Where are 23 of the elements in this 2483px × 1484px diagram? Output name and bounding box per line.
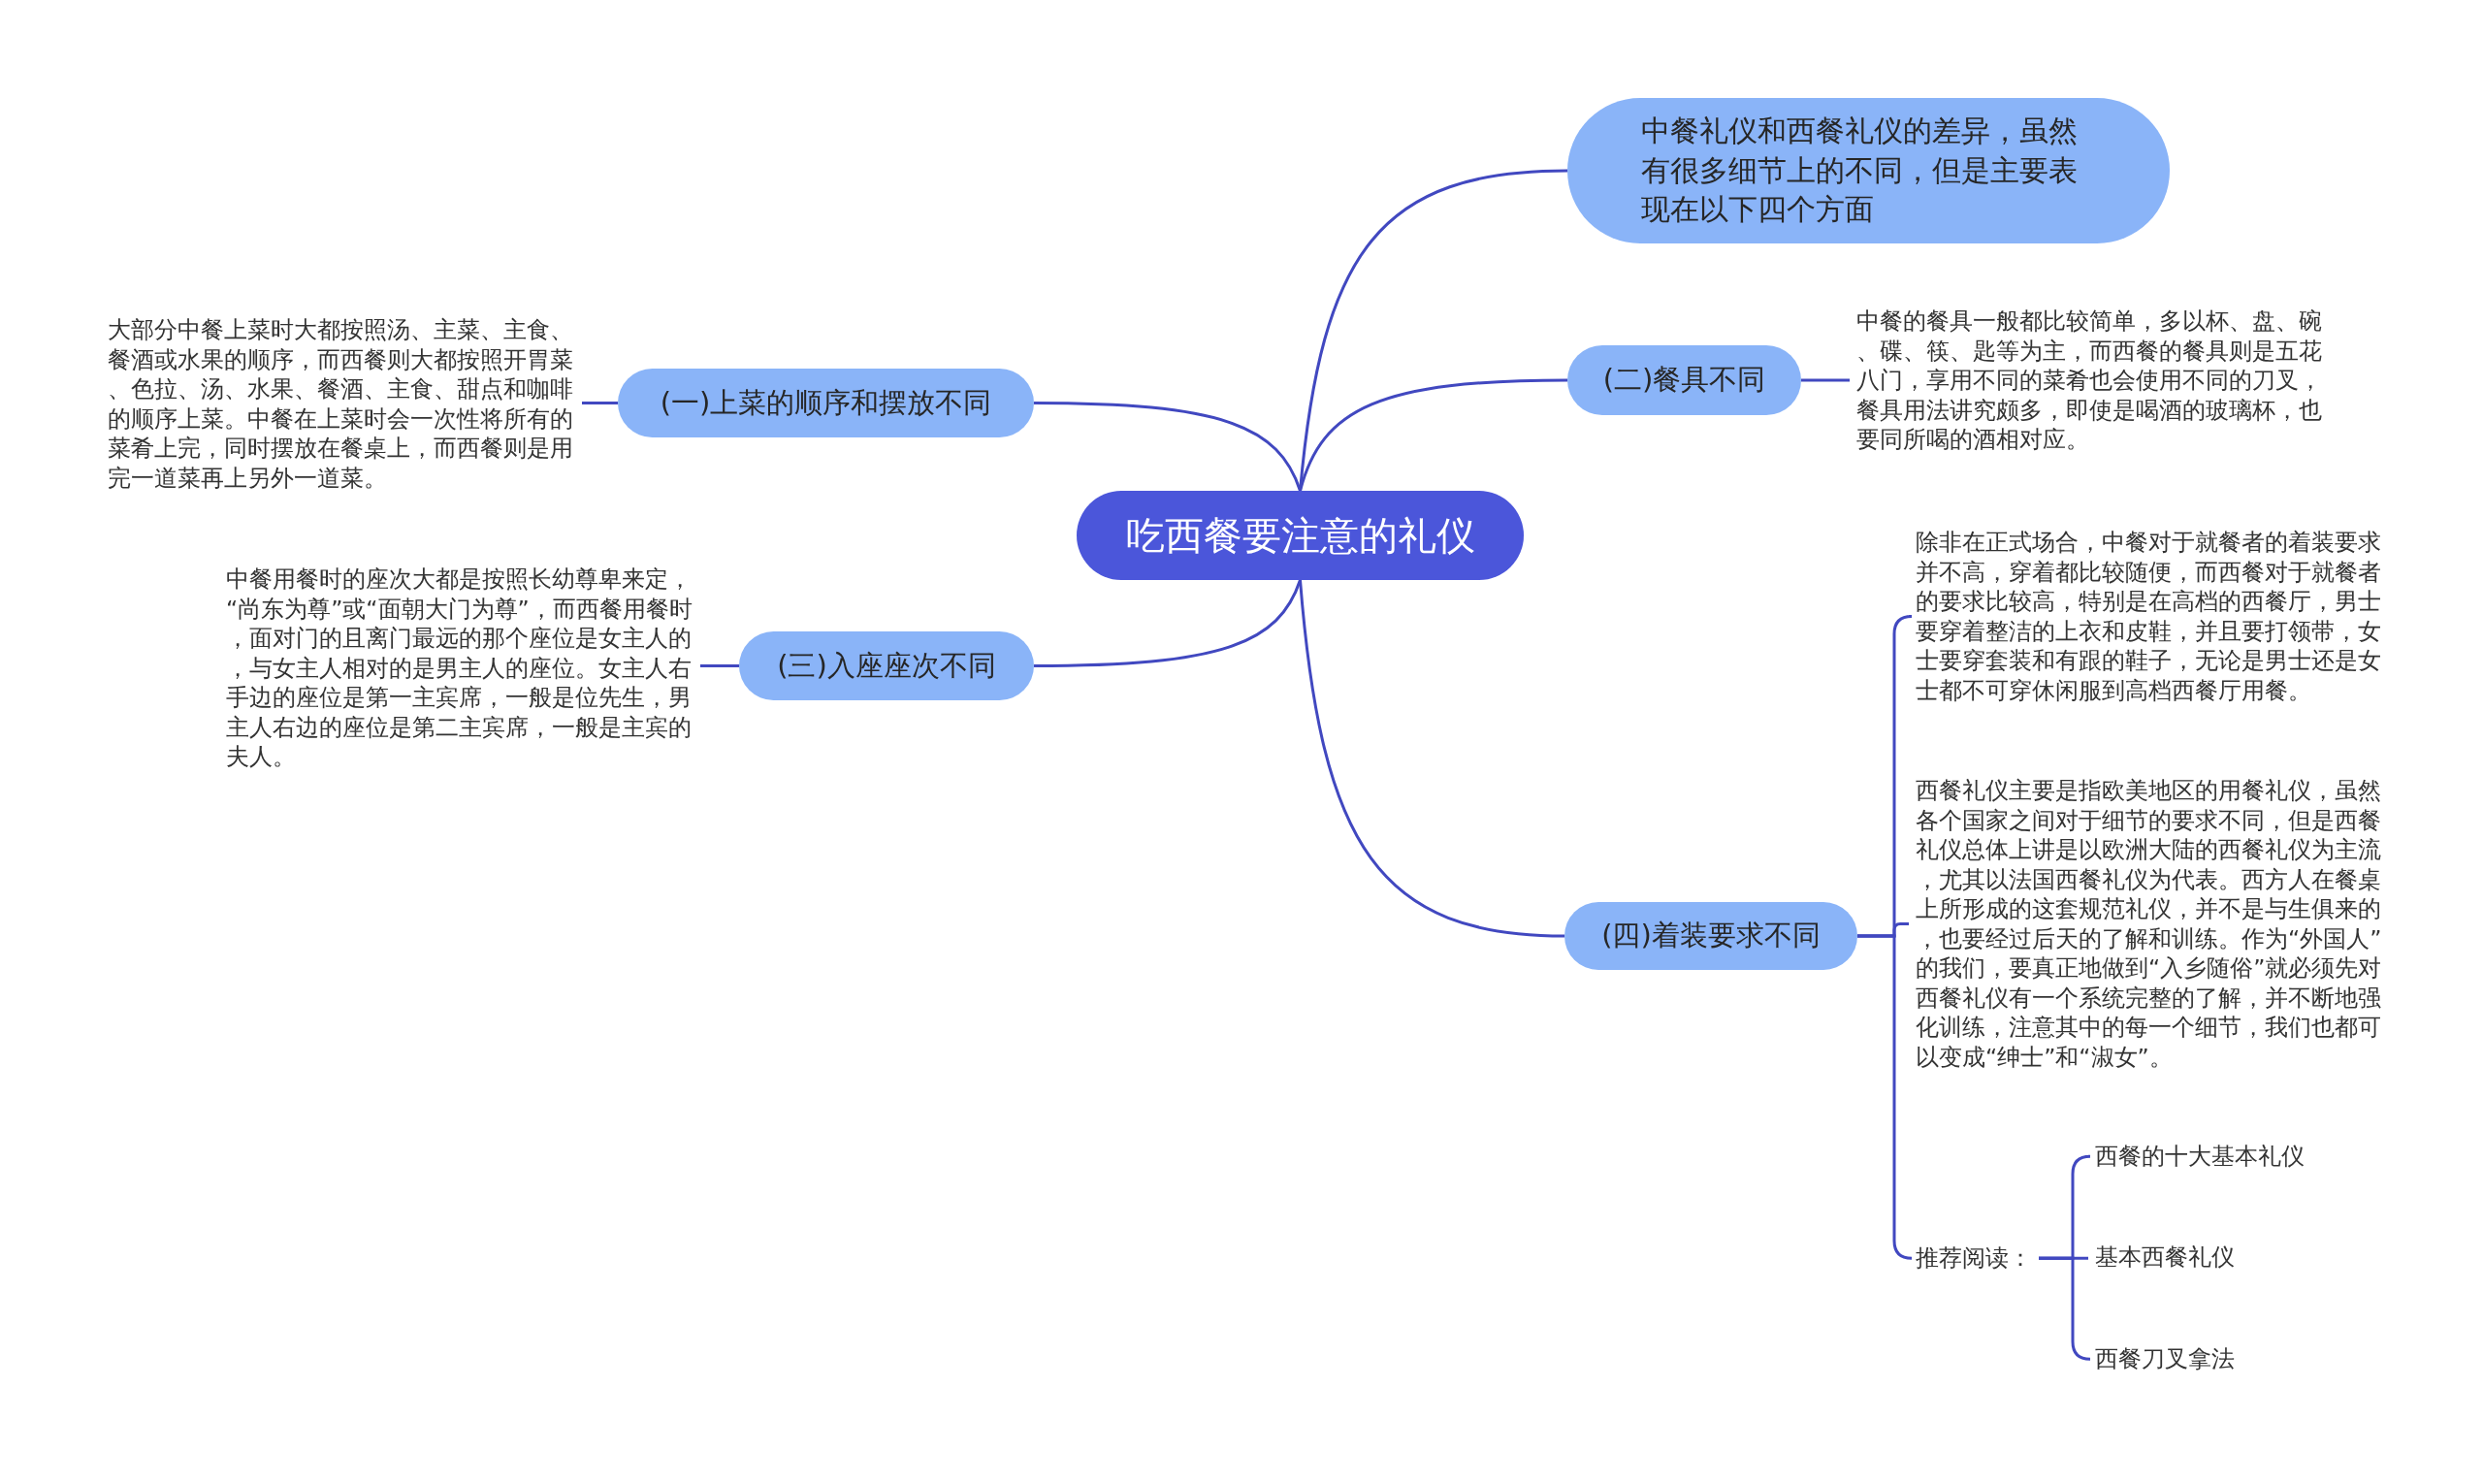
topic-title: 中餐礼仪和西餐礼仪的差异，虽然有很多细节上的不同，但是主要表现在以下四个方面: [1640, 113, 2079, 229]
note-text: 大部分中餐上菜时大都按照汤、主菜、主食、餐酒或水果的顺序，而西餐则大都按照开胃菜、色拉、汤、水果、餐酒、主食、甜点和咖啡的顺序上菜。中餐在上菜时会一次性将所有的菜肴上完，同时摆放在餐桌上，而西餐则是用完一道菜再上另外一道菜。: [108, 315, 575, 493]
connector-line: [700, 664, 739, 667]
reading-heading: 推荐阅读：: [1916, 1243, 2032, 1274]
connector-line: [1857, 934, 1914, 1260]
reading-item: 西餐的十大基本礼仪: [2095, 1142, 2305, 1172]
note-text: 西餐礼仪主要是指欧美地区的用餐礼仪，虽然各个国家之间对于细节的要求不同，但是西餐礼仪总体上讲是以欧洲大陆的西餐礼仪为主流，尤其以法国西餐礼仪为代表。西方人在餐桌上所形成的这套规范礼仪，并不是与生俱来的，也要经过后天的了解和训练。作为“外国人”的我们，要真正地做到“入乡随俗”就必须先对西餐礼仪有一个系统完整的了解，并不断地强化训练，注意其中的每一个细节，我们也都可以变成“绅士”和“淑女”。: [1916, 776, 2383, 1072]
note-text: 除非在正式场合，中餐对于就餐者的着装要求并不高，穿着都比较随便，而西餐对于就餐者的要求比较高，特别是在高档的西餐厅，男士要穿着整洁的上衣和皮鞋，并且要打领带，女士要穿套装和有跟的鞋子，无论是男士还是女士都不可穿休闲服到高档西餐厅用餐。: [1916, 528, 2383, 705]
reading-item: 基本西餐礼仪: [2095, 1242, 2235, 1273]
topic-title: (四)着装要求不同: [1601, 918, 1821, 954]
connector-line: [582, 402, 618, 404]
connector-line: [1034, 579, 1302, 667]
topic-title: (一)上菜的顺序和摆放不同: [660, 384, 992, 421]
note-text: 中餐用餐时的座次大都是按照长幼尊卑来定，“尚东为尊”或“面朝大门为尊”，而西餐用餐时，面对门的且离门最远的那个座位是女主人的，与女主人相对的是男主人的座位。女主人右手边的座位是第一主宾席，一般是位先生，男主人右边的座位是第二主宾席，一般是主宾的夫人。: [226, 565, 693, 772]
connector-line: [1034, 402, 1302, 492]
connector-line: [1299, 579, 1565, 938]
topic-title: (二)餐具不同: [1602, 362, 1766, 399]
connector-line: [1299, 378, 1568, 492]
note-text: 中餐的餐具一般都比较简单，多以杯、盘、碗、碟、筷、匙等为主，而西餐的餐具则是五花八门，享用不同的菜肴也会使用不同的刀叉，餐具用法讲究颇多，即使是喝酒的玻璃杯，也要同所喝的酒相对应。: [1856, 306, 2324, 455]
reading-item: 西餐刀叉拿法: [2095, 1344, 2235, 1374]
central-title: 吃西餐要注意的礼仪: [1125, 512, 1475, 560]
connector-line: [1801, 378, 1850, 382]
topic-title: (三)入座座次不同: [777, 647, 996, 684]
